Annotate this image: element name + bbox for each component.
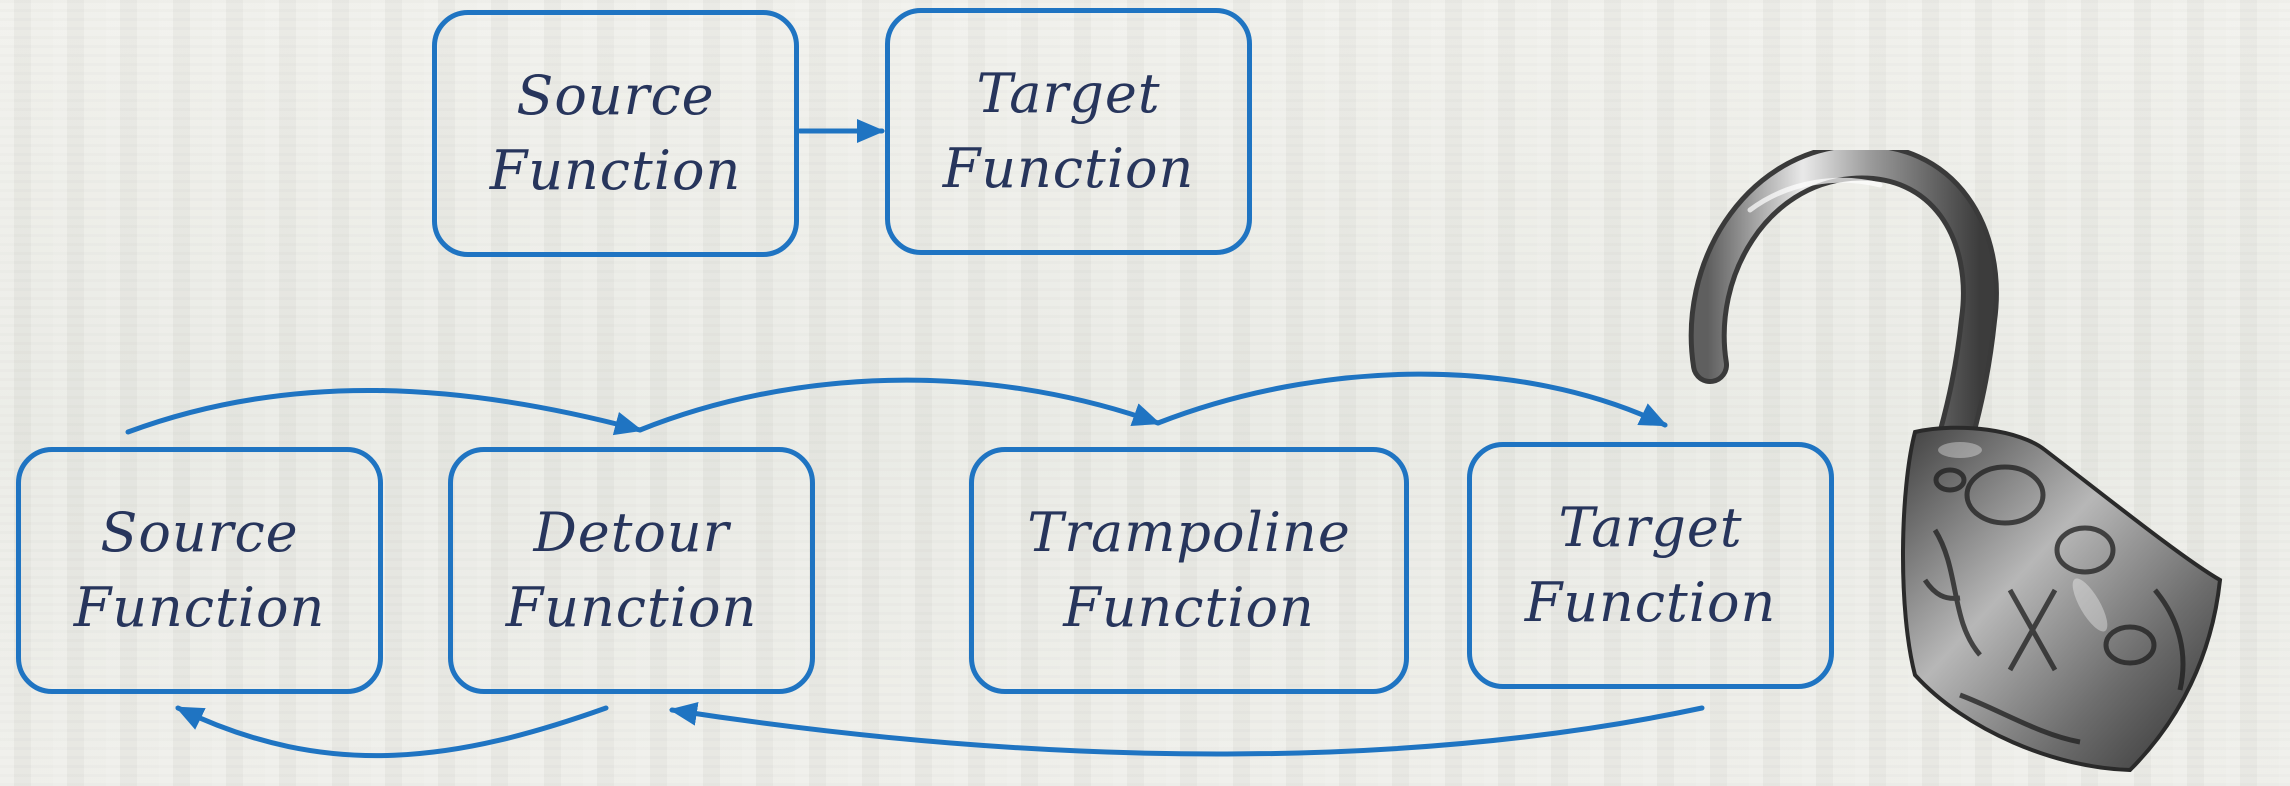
arrow-source-to-detour <box>125 388 643 436</box>
node-label-line1: Source <box>100 500 299 564</box>
node-label-line2: Function <box>1063 575 1315 639</box>
arrow-target-return-to-detour <box>669 701 1705 757</box>
node-label-line2: Function <box>942 136 1195 200</box>
node-label-line1: Source <box>516 63 715 127</box>
target-function-box: Target Function <box>1467 442 1834 689</box>
trampoline-function-box: Trampoline Function <box>969 447 1409 694</box>
arrow-detour-to-trampoline <box>637 377 1161 433</box>
node-label-line1: Trampoline <box>1027 500 1351 564</box>
detour-function-box: Detour Function <box>448 447 815 694</box>
node-label-line1: Target <box>976 61 1161 125</box>
source-function-box: Source Function <box>16 447 383 694</box>
node-label-line2: Function <box>1524 570 1777 634</box>
node-label-line2: Function <box>505 575 758 639</box>
node-label-line2: Function <box>73 575 326 639</box>
pirate-hook-icon <box>1688 150 2223 773</box>
node-label-line2: Function <box>489 138 742 202</box>
node-label-line1: Detour <box>533 500 730 564</box>
arrow-trampoline-to-target <box>1155 371 1668 428</box>
node-label-line1: Target <box>1558 495 1743 559</box>
target-function-box-top: Target Function <box>885 8 1252 255</box>
source-function-box-top: Source Function <box>432 10 799 257</box>
arrow-detour-return-to-source <box>175 705 609 759</box>
